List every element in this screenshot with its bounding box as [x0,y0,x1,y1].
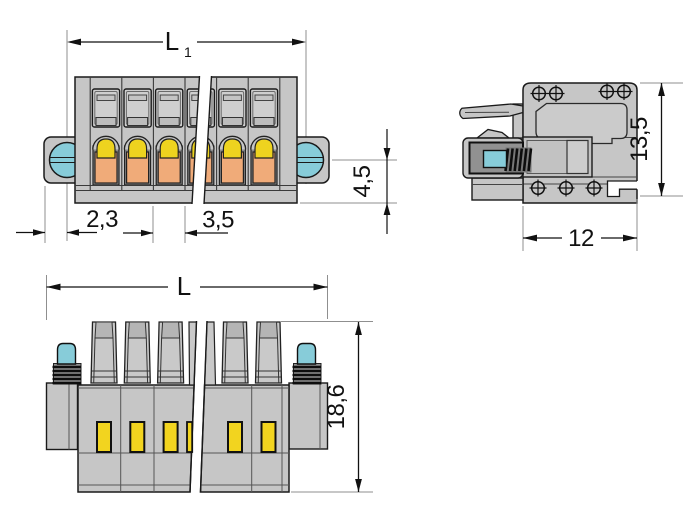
arrowhead-left [67,38,81,46]
screw-head-side [482,149,508,169]
bottom-right-screw [292,342,322,385]
dim-l1: L 1 [67,26,306,60]
conductor-funnel [156,321,185,384]
dim-18-6: 18,6 [281,321,373,493]
dim-l: L [46,271,328,320]
dim-13-5-label: 13,5 [626,117,653,162]
contact-slot [227,421,243,453]
contact-slot [162,421,179,453]
break-edge [199,320,208,493]
dim-12: 12 [522,199,638,252]
dim-2-3: 2,3 [16,186,119,243]
bottom-housing-lines [78,385,289,492]
dim-l1-subscript: 1 [184,44,192,60]
contact-slot [260,421,277,453]
dim-4-5: 4,5 [300,129,397,234]
bottom-left-flange [45,382,79,451]
dim-13-5: 13,5 [626,82,683,197]
side-view: 13,5 12 [459,82,683,252]
dim-3-5: 3,5 [123,206,235,243]
break-gap [191,75,213,205]
conductor-funnel [90,321,118,384]
front-view: L 1 [16,26,397,243]
dim-12-label: 12 [568,225,594,252]
dim-3-5-label: 3,5 [202,207,234,234]
pole-dividers [89,77,281,190]
conductor-funnel [123,321,151,384]
arrowhead-right [292,38,306,46]
contact-slot [96,421,112,453]
dim-l-label: L [177,271,191,301]
dim-l1-label: L [165,26,179,56]
bottom-view: L [45,271,373,493]
screw-flange-side [462,128,533,201]
din-rail-foot [606,180,639,198]
dim-2-3-label: 2,3 [86,206,118,233]
locking-lever [459,103,524,139]
conductor-funnel [254,321,283,384]
dim-18-6-label: 18,6 [323,384,350,429]
break-edge [189,320,198,493]
conductor-funnel [221,321,249,384]
dim-4-5-label: 4,5 [349,165,376,197]
contact-slot [129,421,146,453]
bottom-left-screw [52,342,82,385]
bottom-right-flange [288,382,329,450]
side-middle-band [522,136,593,178]
contact-slot-sliver [186,421,194,453]
